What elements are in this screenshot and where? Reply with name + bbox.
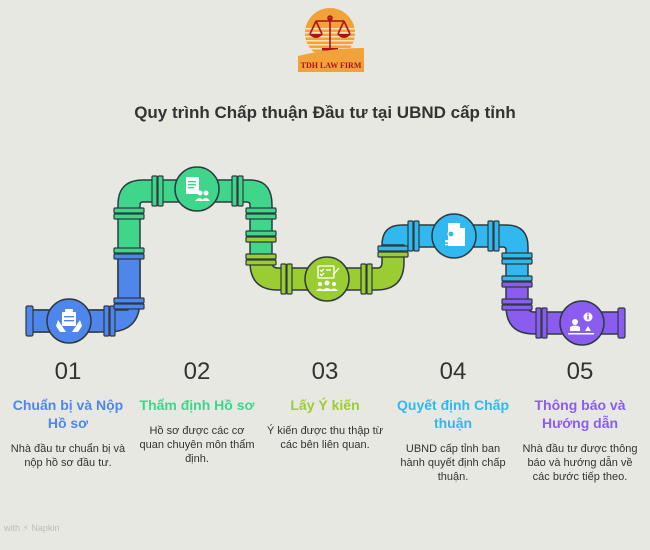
scales-of-justice-icon: TDH LAW FIRM [298,8,364,72]
step-number: 04 [439,358,467,385]
document-in-hands-icon [56,309,82,332]
step-description: Ý kiến được thu thập từ các bên liên qua… [266,425,384,451]
step-5: 05 Thông báo và Hướng dẫn Nhà đầu tư đượ… [520,358,640,484]
checklist-group-icon [317,265,340,279]
step-heading: Thẩm định Hồ sơ [139,397,255,413]
step-4: 04 Quyết định Chấp thuận UBND cấp tỉnh b… [393,358,513,484]
step-2: 02 Thẩm định Hồ sơ Hồ sơ được các cơ qua… [137,358,257,466]
napkin-watermark: with ⚡ Napkin [4,523,60,533]
step-number: 02 [183,358,211,385]
diagram-title: Quy trình Chấp thuận Đầu tư tại UBND cấp… [134,103,516,122]
step-heading: Chuẩn bị và Nộp Hồ sơ [12,397,124,431]
step-number: 03 [311,358,339,385]
svg-text:TDH LAW FIRM: TDH LAW FIRM [301,61,362,70]
step-3-node [304,256,350,302]
step-heading: Thông báo và Hướng dẫn [534,397,626,431]
stamp-document-icon [445,223,465,246]
step-number: 01 [54,358,82,385]
step-description: UBND cấp tỉnh ban hành quyết định chấp t… [400,443,506,483]
step-description: Nhà đầu tư được thông báo và hướng dẫn v… [522,443,638,483]
document-review-team-icon [186,177,210,201]
step-description: Hồ sơ được các cơ quan chuyên môn thẩm đ… [139,425,255,465]
tdh-law-firm-logo: TDH LAW FIRM [292,6,368,72]
step-5-node [559,300,605,346]
step-1: 01 Chuẩn bị và Nộp Hồ sơ Nhà đầu tư chuẩ… [8,358,128,470]
step-heading: Quyết định Chấp thuận [397,397,509,431]
step-description: Nhà đầu tư chuẩn bị và nộp hồ sơ đầu tư. [10,443,126,469]
info-people-icon [568,312,594,335]
step-3: 03 Lấy Ý kiến Ý kiến được thu thập từ cá… [265,358,385,452]
step-number: 05 [566,358,594,385]
step-heading: Lấy Ý kiến [290,397,360,413]
